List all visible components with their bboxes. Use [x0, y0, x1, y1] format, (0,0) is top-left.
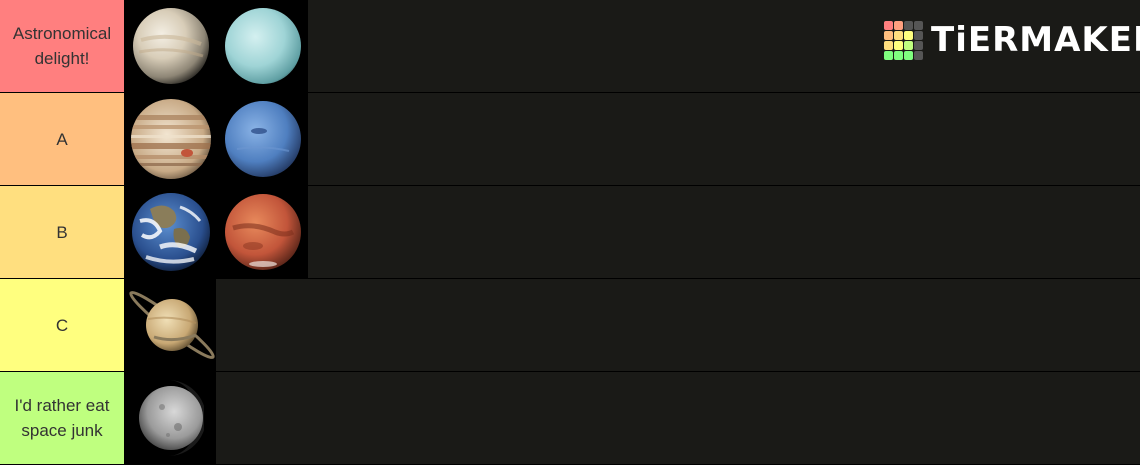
logo-grid-cell [894, 20, 903, 30]
logo-grid-cell [894, 40, 903, 50]
tier-drop-area[interactable] [308, 93, 1140, 185]
logo-grid-cell [914, 20, 923, 30]
tier-items [126, 279, 216, 371]
tier-label[interactable]: Astronomical delight! [0, 0, 124, 92]
venus-planet-icon [133, 8, 209, 84]
tier-drop-area[interactable] [216, 372, 1140, 464]
tier-label[interactable]: A [0, 93, 124, 185]
tier-items [126, 0, 308, 92]
tier-label[interactable]: I'd rather eat space junk [0, 372, 124, 464]
tier-items [126, 186, 308, 278]
logo-grid-cell [884, 20, 893, 30]
tier-item-mars[interactable] [218, 186, 308, 278]
tier-label[interactable]: B [0, 186, 124, 278]
tiermaker-logo: TiERMAKER [884, 20, 1140, 60]
saturn-planet-icon [129, 291, 215, 359]
logo-grid-cell [904, 30, 913, 40]
logo-grid-cell [904, 20, 913, 30]
logo-grid-cell [914, 50, 923, 60]
logo-grid-cell [884, 40, 893, 50]
jupiter-planet-icon [131, 99, 211, 179]
tier-label[interactable]: C [0, 279, 124, 371]
logo-grid-cell [914, 30, 923, 40]
logo-grid-cell [914, 40, 923, 50]
tier-item-mercury[interactable] [126, 372, 216, 464]
logo-grid-icon [884, 20, 923, 60]
logo-grid-cell [884, 50, 893, 60]
tier-row-b: B [0, 186, 1140, 278]
tier-item-saturn[interactable] [126, 279, 216, 371]
tier-item-jupiter[interactable] [126, 93, 216, 185]
mars-planet-icon [225, 194, 301, 270]
tier-items [126, 93, 308, 185]
tier-drop-area[interactable] [216, 279, 1140, 371]
logo-text: TiERMAKER [931, 20, 1140, 60]
tier-row-a: A [0, 93, 1140, 185]
logo-grid-cell [894, 30, 903, 40]
tier-item-venus[interactable] [126, 0, 216, 92]
tier-item-neptune[interactable] [218, 93, 308, 185]
tier-drop-area[interactable] [308, 0, 1140, 92]
tier-item-earth[interactable] [126, 186, 216, 278]
logo-grid-cell [904, 50, 913, 60]
tier-row-rather-eat-space-junk: I'd rather eat space junk [0, 372, 1140, 464]
tier-row-c: C [0, 279, 1140, 371]
tier-row-astronomical-delight: Astronomical delight! [0, 0, 1140, 92]
tier-item-uranus[interactable] [218, 0, 308, 92]
mercury-planet-icon [139, 380, 204, 456]
tier-items [126, 372, 216, 464]
logo-grid-cell [884, 30, 893, 40]
earth-planet-icon [132, 193, 210, 271]
logo-grid-cell [894, 50, 903, 60]
uranus-planet-icon [225, 8, 301, 84]
tier-drop-area[interactable] [308, 186, 1140, 278]
neptune-planet-icon [225, 101, 301, 177]
logo-grid-cell [904, 40, 913, 50]
